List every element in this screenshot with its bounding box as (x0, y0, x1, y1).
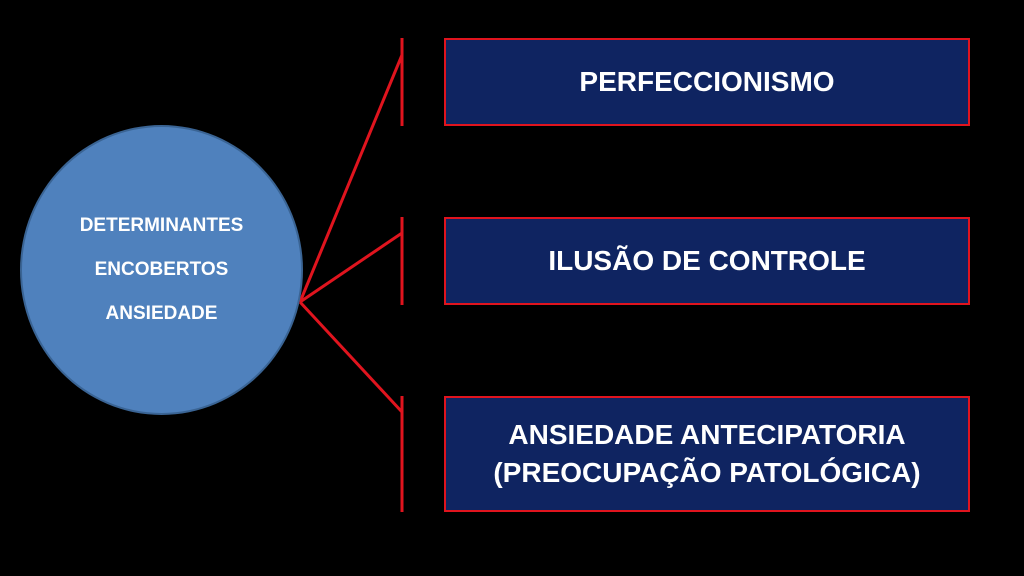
box-ansiedade-label-line-2: (PREOCUPAÇÃO PATOLÓGICA) (493, 457, 921, 488)
hub-line-2: ENCOBERTOS (94, 259, 229, 280)
connector-to-ilusao (299, 231, 403, 304)
box-ilusao-de-controle: ILUSÃO DE CONTROLE (444, 217, 970, 305)
hub-line-3: ANSIEDADE (105, 303, 218, 324)
box-ansiedade-label-line-1: ANSIEDADE ANTECIPATORIA (508, 419, 906, 450)
hub-circle: DETERMINANTES ENCOBERTOS ANSIEDADE (20, 125, 303, 415)
box-ansiedade-antecipatoria: ANSIEDADE ANTECIPATORIA (PREOCUPAÇÃO PAT… (444, 396, 970, 512)
box-ilusao-label: ILUSÃO DE CONTROLE (548, 245, 866, 276)
box-perfeccionismo: PERFECCIONISMO (444, 38, 970, 126)
box-perfeccionismo-label: PERFECCIONISMO (579, 66, 835, 97)
hub-line-1: DETERMINANTES (79, 215, 244, 236)
connector-to-perfeccionismo (298, 54, 404, 303)
connector-to-ansiedade (298, 300, 404, 414)
